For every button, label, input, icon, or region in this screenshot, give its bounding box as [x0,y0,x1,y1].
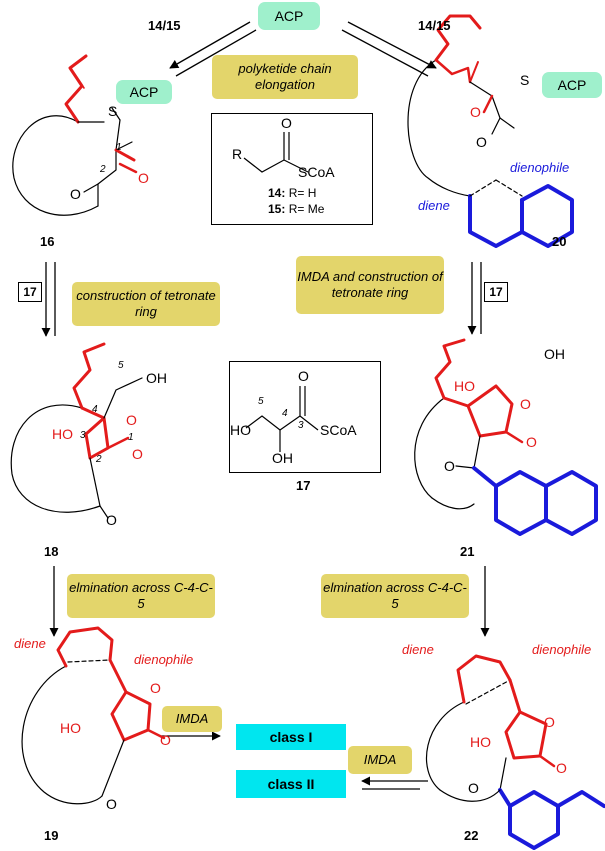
atom-22-o-carbonyl: O [556,760,567,776]
arrow-22-to-class2 [361,776,428,790]
pill-imda-tetronate: IMDA and construction of tetronate ring [296,256,444,314]
pill-imda-right: IMDA [348,746,412,774]
pill-elimination-left: elmination across C-4-C-5 [67,574,215,618]
atom-22-o: O [468,780,479,796]
structure-18 [10,342,143,519]
atom-17-ho: HO [230,422,251,438]
atom-19-o-ring: O [150,680,161,696]
label-19-diene: diene [14,636,46,651]
pos-16-2: 2 [100,164,106,175]
compound-17: 17 [296,478,311,493]
atom-18-o: O [106,512,117,528]
atom-22-ho: HO [470,734,491,750]
atom-17-o: O [298,368,309,384]
label-20-diene: diene [418,198,450,213]
pos-18-2: 2 [96,454,102,465]
box-14-15 [211,113,373,225]
atom-19-o: O [106,796,117,812]
atom-18-oh: OH [146,370,167,386]
arrow-acp-to-20 [341,21,437,77]
structure-14-15 [243,132,309,173]
structure-20 [407,14,574,248]
atom-18-ho: HO [52,426,73,442]
acp-top-label: ACP [274,8,304,24]
atom-22-o-ring: O [544,714,555,730]
pos-18-1: 1 [128,432,134,443]
atom-21-o-carbonyl: O [526,434,537,450]
structure-16 [12,54,138,216]
compound-19: 19 [44,828,59,843]
compound-14-num: 14: [268,186,286,200]
pos-16-1: 1 [116,142,122,153]
pos-17-5: 5 [258,396,264,407]
atom-20-o: O [476,134,487,150]
label-19-dienophile: dienophile [134,652,194,667]
atom-18-o-ring: O [126,412,137,428]
acp-20-badge: ACP [542,72,602,98]
pos-17-3: 3 [298,420,304,431]
label-22-dienophile: dienophile [532,642,592,657]
acp-20-label: ACP [557,77,587,93]
structure-21 [414,338,598,536]
atom-21-o: O [444,458,455,474]
acp-top-badge: ACP [258,2,320,30]
pos-18-3: 3 [80,430,86,441]
compound-18: 18 [44,544,59,559]
pos-17-4: 4 [282,408,288,419]
compound-14-def: R= H [288,186,317,200]
reagent-17-left: 17 [18,282,42,302]
cond-right-14-15: 14/15 [418,18,451,33]
atom-14-r: R [232,146,243,162]
class-1-box: class I [236,724,346,750]
atom-21-o-ring: O [520,396,531,412]
atom-14-scoa: SCoA [298,164,335,180]
atom-18-o-carbonyl: O [132,446,143,462]
atom-20-o-red: O [470,104,481,120]
compound-15-num: 15: [268,202,286,216]
box-17 [229,361,381,473]
atom-20-s: S [520,72,530,88]
atom-19-ho: HO [60,720,81,736]
compound-15: 15: R= Me [268,202,324,216]
acp-16-badge: ACP [116,80,172,104]
cond-left-14-15: 14/15 [148,18,181,33]
structure-19 [21,626,166,805]
arrow-16-to-18 [41,262,56,337]
compound-20: 20 [552,234,567,249]
label-22-diene: diene [402,642,434,657]
pos-18-5: 5 [118,360,124,371]
atom-14-o: O [281,115,292,131]
atom-16-s: S [108,103,118,119]
atom-17-scoa: SCoA [320,422,357,438]
atom-19-o-carbonyl: O [160,732,171,748]
arrow-20-to-21 [467,262,482,335]
pos-18-4: 4 [92,404,98,415]
structure-17 [245,386,319,452]
label-20-dienophile: dienophile [510,160,570,175]
compound-22: 22 [464,828,479,843]
atom-21-oh: OH [544,346,565,362]
atom-17-oh: OH [272,450,293,466]
pill-elimination-right: elmination across C-4-C-5 [321,574,469,618]
reagent-17-right: 17 [484,282,508,302]
class-2-box: class II [236,770,346,798]
compound-21: 21 [460,544,475,559]
compound-14: 14: R= H [268,186,316,200]
atom-16-o-red: O [138,170,149,186]
arrow-acp-to-16 [169,21,257,77]
atom-21-ho: HO [454,378,475,394]
pill-tetronate: construction of tetronate ring [72,282,220,326]
compound-15-def: R= Me [288,202,325,216]
pill-chain-elongation: polyketide chain elongation [212,55,358,99]
structure-22 [426,654,605,850]
pill-imda-left: IMDA [162,706,222,732]
atom-16-o: O [70,186,81,202]
compound-16: 16 [40,234,55,249]
acp-16-label: ACP [129,84,159,100]
